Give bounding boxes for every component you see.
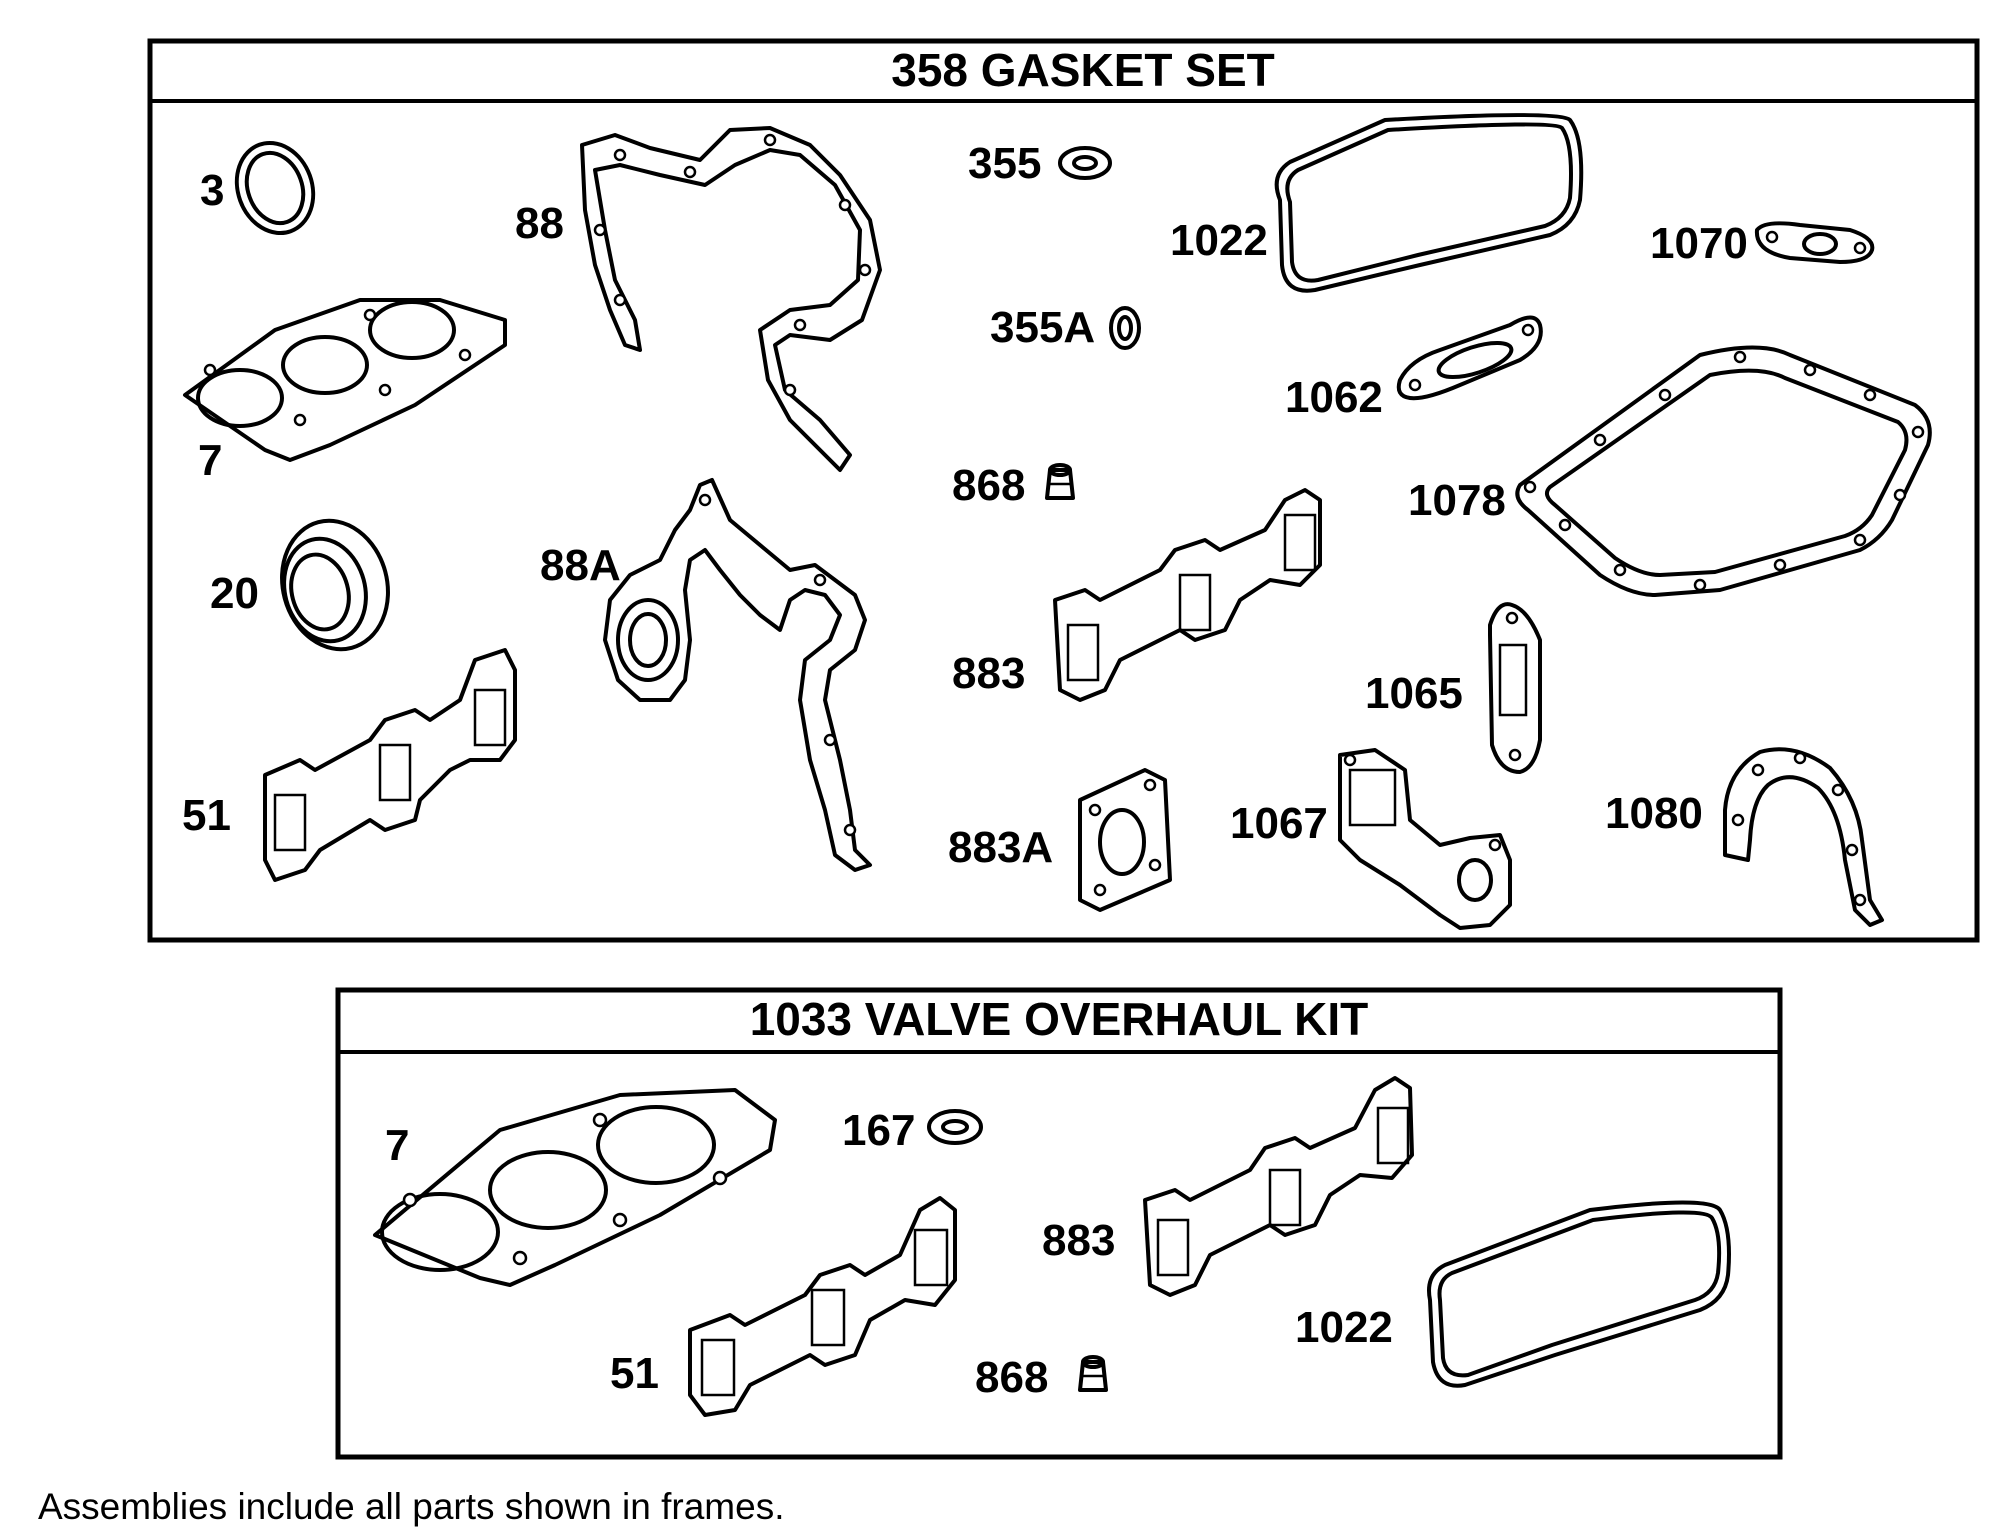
kit-part-51-manifold-gasket: [688, 1196, 957, 1417]
label-1062: 1062: [1285, 373, 1383, 422]
label-7: 7: [198, 436, 222, 485]
part-355-washer: [1058, 146, 1112, 180]
part-3-seal: [234, 140, 316, 236]
label-1078: 1078: [1408, 476, 1506, 525]
label-868: 868: [952, 461, 1025, 510]
part-51-manifold-gasket: [263, 648, 517, 882]
label-355: 355: [968, 139, 1041, 188]
label-51: 51: [182, 791, 231, 840]
part-1062-flange-gasket: [1396, 315, 1543, 401]
kit-label-1022: 1022: [1295, 1303, 1393, 1352]
label-355a: 355A: [990, 303, 1095, 352]
part-88a-rear-gasket: [603, 478, 872, 872]
gasket-set-title: 358 GASKET SET: [891, 44, 1274, 96]
part-1022-cover-gasket: [1274, 113, 1584, 293]
part-1070-small-flange: [1754, 221, 1875, 264]
label-883a: 883A: [948, 823, 1053, 872]
label-88a: 88A: [540, 541, 621, 590]
label-883: 883: [952, 649, 1025, 698]
part-7-head-gasket: [183, 298, 507, 462]
footnote: Assemblies include all parts shown in fr…: [38, 1486, 785, 1527]
valve-kit-title: 1033 VALVE OVERHAUL KIT: [750, 993, 1369, 1045]
kit-label-167: 167: [842, 1106, 915, 1155]
valve-kit-frame: 1033 VALVE OVERHAUL KIT: [335, 987, 1783, 1460]
part-883-exhaust-gasket: [1053, 488, 1322, 702]
part-883a-square-gasket: [1078, 768, 1172, 912]
kit-part-868-valve-seal: [1078, 1355, 1108, 1392]
part-868-valve-seal: [1045, 463, 1075, 500]
label-1080: 1080: [1605, 789, 1703, 838]
part-1080-arched-gasket: [1723, 747, 1884, 927]
label-1065: 1065: [1365, 669, 1463, 718]
kit-label-883: 883: [1042, 1216, 1115, 1265]
part-355a-oring: [1109, 306, 1141, 350]
label-20: 20: [210, 569, 259, 618]
part-20-oil-seal: [280, 518, 390, 652]
label-1022: 1022: [1170, 216, 1268, 265]
part-1065-vertical-gasket: [1488, 602, 1542, 774]
kit-part-1022-cover-gasket: [1427, 1200, 1731, 1388]
kit-part-167-washer: [927, 1109, 983, 1145]
kit-part-883-exhaust-gasket: [1143, 1076, 1414, 1297]
kit-part-7-head-gasket: [373, 1088, 777, 1287]
kit-label-7: 7: [385, 1121, 409, 1170]
label-1070: 1070: [1650, 219, 1748, 268]
part-1078-oil-pan-gasket: [1515, 345, 1932, 597]
kit-label-51: 51: [610, 1349, 659, 1398]
label-3: 3: [200, 166, 224, 215]
kit-label-868: 868: [975, 1353, 1048, 1402]
label-1067: 1067: [1230, 799, 1328, 848]
part-88-cover-gasket: [580, 126, 882, 472]
gasket-set-frame: 358 GASKET SET: [147, 38, 1980, 943]
label-88: 88: [515, 199, 564, 248]
part-1067-bent-gasket: [1338, 748, 1512, 930]
